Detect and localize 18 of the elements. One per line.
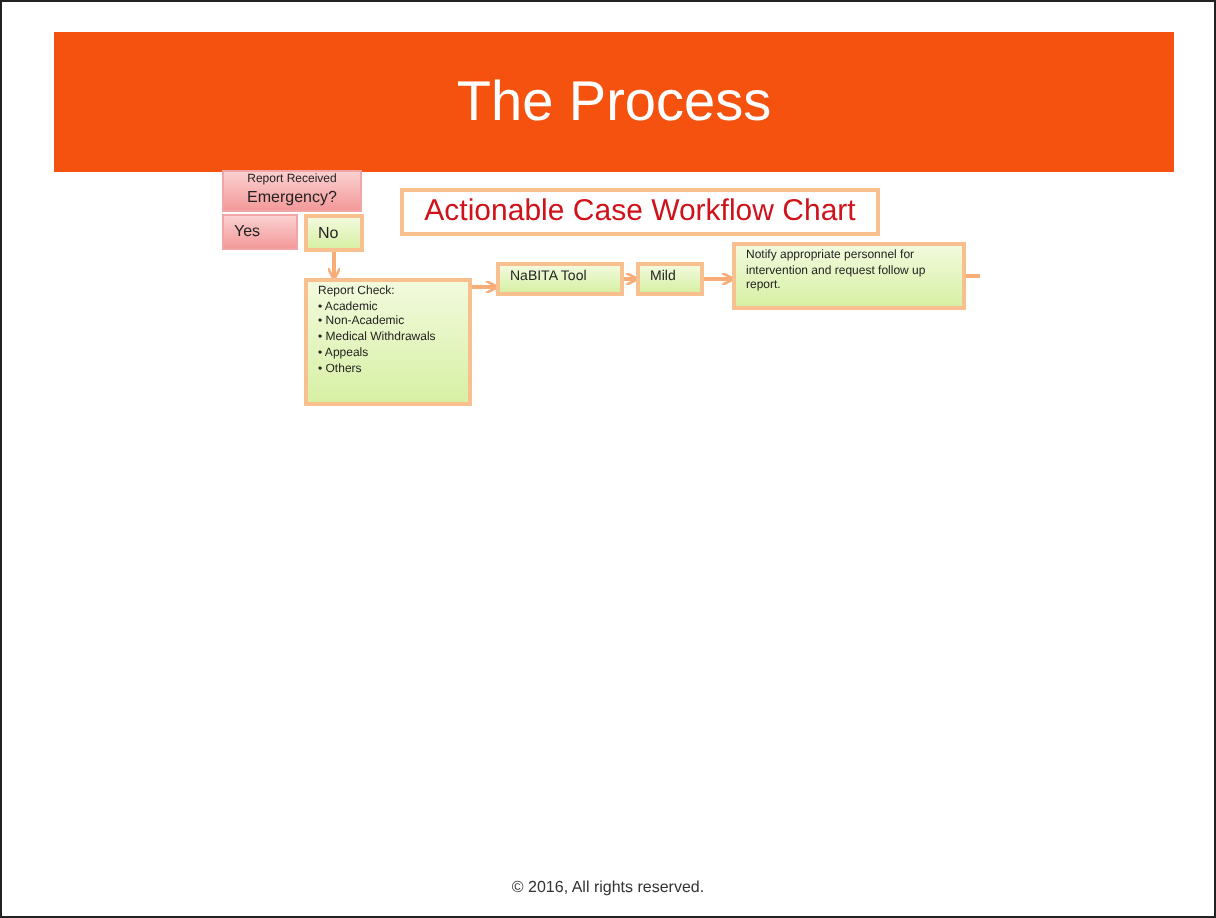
box-text: No [318, 223, 339, 243]
arrow [472, 279, 500, 295]
process-box [222, 214, 298, 250]
arrow [326, 252, 342, 282]
process-box [304, 278, 472, 406]
slide-title: The Process [456, 70, 772, 134]
copyright-note: © 2016, All rights reserved. [509, 878, 707, 896]
process-box [496, 262, 624, 296]
box-text: Actionable Case Workflow Chart [424, 193, 856, 231]
arrow [704, 271, 736, 287]
process-box [222, 170, 362, 212]
process-box [732, 242, 966, 310]
title-box [400, 188, 880, 236]
process-box [636, 262, 704, 296]
arrow [624, 271, 640, 287]
process-box [304, 214, 364, 252]
box-text: Yes [234, 222, 261, 242]
box-text: Emergency? [247, 188, 337, 209]
